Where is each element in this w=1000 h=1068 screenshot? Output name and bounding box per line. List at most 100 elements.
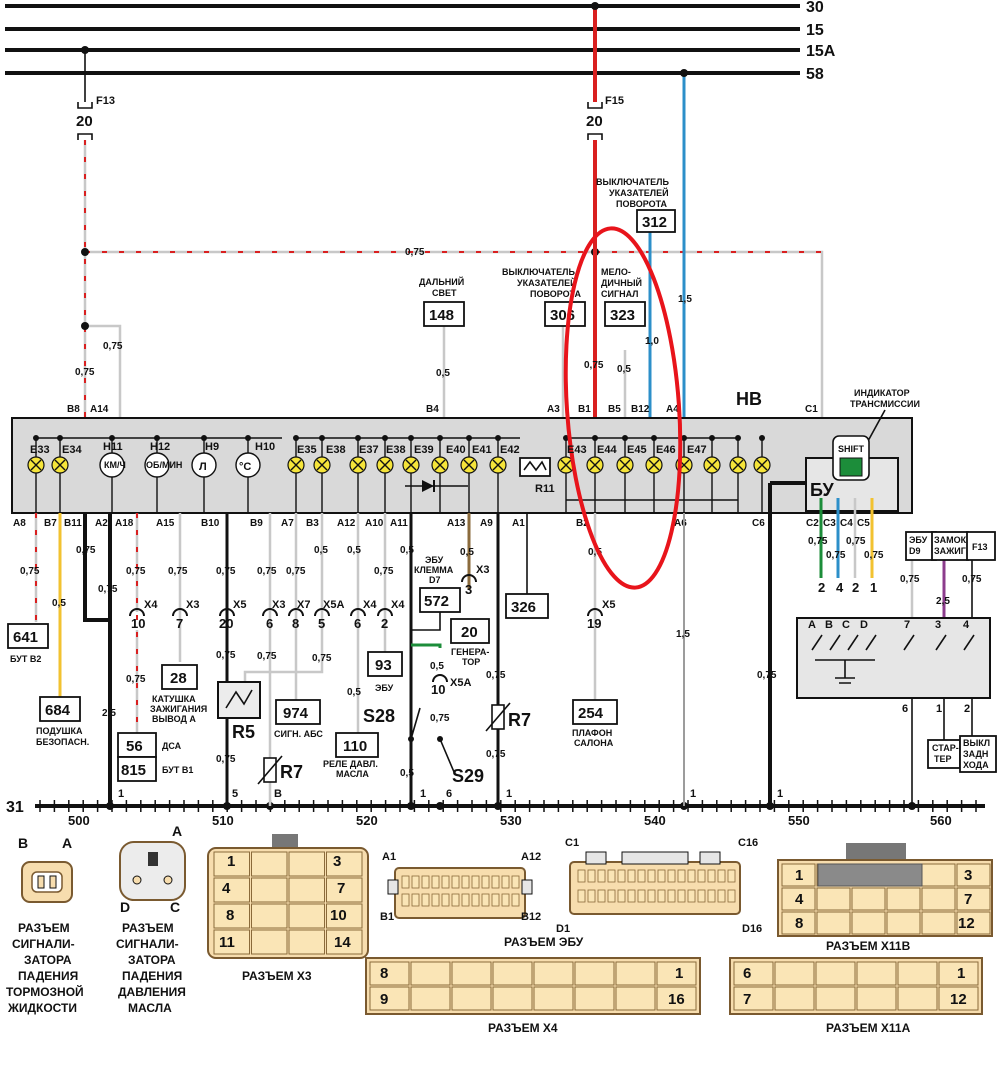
ecu-c-cells — [577, 869, 736, 903]
sw-in-a: A — [808, 619, 816, 631]
ref-815-label: БУТ B1 — [162, 765, 193, 775]
sw-target-starter-1: СТАР- — [932, 743, 959, 753]
gnd-pin-b: B — [274, 788, 282, 800]
junction — [591, 2, 599, 10]
ref-20-label-1: ГЕНЕРА- — [451, 647, 489, 657]
brake-caption-1: РАЗЪЕМ — [18, 921, 70, 935]
ecu-pin — [707, 889, 716, 903]
bu-label: БУ — [810, 480, 834, 500]
x11b-pin-7: 7 — [964, 891, 972, 908]
gauge-label: 0,75 — [584, 360, 604, 371]
connector-cell — [326, 929, 363, 955]
ref-326-id: 326 — [511, 599, 536, 616]
lower-gauge-labels: 0,75 0,5 0,75 0,75 2,5 0,75 0,75 0,75 0,… — [20, 536, 982, 779]
gnd-pin: 1 — [118, 788, 124, 800]
lamp-cross — [54, 459, 66, 471]
gauge-label: 1,5 — [676, 629, 690, 640]
ref-572-label-1: ЭБУ — [425, 555, 444, 565]
lamp-cross — [619, 459, 631, 471]
sw-pin: 4 — [836, 580, 844, 595]
gauge-h11-label: H11 — [103, 441, 123, 453]
components: R5 R7 R7 S28 S29 — [217, 681, 531, 786]
ref-93-label: ЭБУ — [375, 683, 394, 693]
ref-641-label: БУТ B2 — [10, 654, 41, 664]
connector-pin-labels: X4 10 X3 7 X5 20 X3 6 X7 8 X5A 5 X4 6 X4… — [131, 564, 615, 697]
lamp-cross — [706, 459, 718, 471]
connector-cell — [956, 863, 991, 887]
conn-x5a-label: X5A — [323, 599, 344, 611]
ref-312-id: 312 — [642, 214, 667, 231]
connector-cell — [956, 911, 991, 935]
ecu-pin — [501, 875, 510, 889]
ref-148-line2: СВЕТ — [432, 288, 457, 298]
gauge-label: 1,0 — [645, 336, 659, 347]
ecu-pin — [587, 889, 596, 903]
gauge-label: 0,75 — [286, 566, 306, 577]
connector-cell — [369, 961, 410, 986]
sw-in-3: 3 — [935, 619, 941, 631]
ref-56-id: 56 — [126, 738, 143, 755]
connector-arc — [432, 674, 448, 683]
pin-b12: B12 — [631, 404, 650, 415]
connector-cell — [781, 863, 816, 887]
ecu-c-tab — [621, 851, 689, 865]
lamp-label-e38b: E38 — [386, 444, 406, 456]
connector-cell — [856, 961, 897, 986]
wire — [411, 643, 442, 648]
ground-junction — [436, 802, 444, 810]
connector-x3: 1 3 4 7 8 10 11 14 РАЗЪЕМ X3 — [207, 834, 369, 983]
ecu-pin — [627, 889, 636, 903]
connector-cell — [574, 961, 615, 986]
ref-641-id: 641 — [13, 629, 38, 646]
connector-cell — [251, 877, 288, 903]
sw-out-1: 1 — [936, 703, 942, 715]
connector-cell — [886, 911, 921, 935]
connector-cell — [492, 961, 533, 986]
oil-caption-6: МАСЛА — [128, 1001, 172, 1015]
switch-ground — [815, 659, 875, 684]
wires — [81, 69, 824, 418]
lamp-cross — [405, 459, 417, 471]
oil-pin — [163, 875, 173, 885]
brake-caption-4: ПАДЕНИЯ — [18, 969, 78, 983]
lamp-cross — [352, 459, 364, 471]
pin-a2: A2 — [95, 518, 108, 529]
conn-pin: 6 — [266, 616, 273, 631]
ref-323-id: 323 — [610, 307, 635, 324]
wire — [243, 513, 324, 688]
ref-28-label-1: КАТУШКА — [152, 694, 196, 704]
r6-label: R7 — [280, 762, 303, 782]
connector-arc — [262, 608, 278, 617]
gnd-pin: 5 — [232, 788, 238, 800]
oil-caption-2: СИГНАЛИ- — [116, 937, 179, 951]
pin-b5: B5 — [608, 404, 621, 415]
switch-block: 2 4 2 1 A B C D 7 3 4 6 1 2 ЭБУ D9 ЗАМОК… — [796, 531, 997, 773]
x11b-pin-3: 3 — [964, 867, 972, 884]
oil-caption-4: ПАДЕНИЯ — [122, 969, 182, 983]
gauge-h12-label: H12 — [150, 441, 170, 453]
ref-110-label-1: РЕЛЕ ДАВЛ. — [323, 759, 378, 769]
lamp-label-e38: E38 — [326, 444, 346, 456]
gauge-label: 0,75 — [312, 653, 332, 664]
gauge-h10-symbol: °C — [239, 461, 251, 473]
connector-cell — [815, 961, 856, 986]
hv-module-label: HB — [736, 389, 762, 409]
oil-pin-a: A — [172, 823, 182, 839]
sw-target-reverse — [959, 735, 997, 773]
conn-pin: 19 — [587, 616, 601, 631]
brake-pin — [37, 875, 45, 889]
connector-cell — [781, 887, 816, 911]
connector-x4: 8 1 9 16 РАЗЪЕМ X4 — [365, 957, 701, 1035]
ecu-pin-d16: D16 — [742, 923, 762, 935]
lamp-label-e33: E33 — [30, 444, 50, 456]
x4-pin-16: 16 — [668, 991, 685, 1008]
sw-out-6: 6 — [902, 703, 908, 715]
scale-530: 530 — [500, 813, 522, 828]
pin-b2: B2 — [576, 518, 589, 529]
gauge-label: 0,75 — [257, 566, 277, 577]
ecu-pin — [461, 875, 470, 889]
ecu-pin — [491, 875, 500, 889]
x3-pin-4: 4 — [222, 880, 231, 897]
ecu-pin — [627, 869, 636, 883]
